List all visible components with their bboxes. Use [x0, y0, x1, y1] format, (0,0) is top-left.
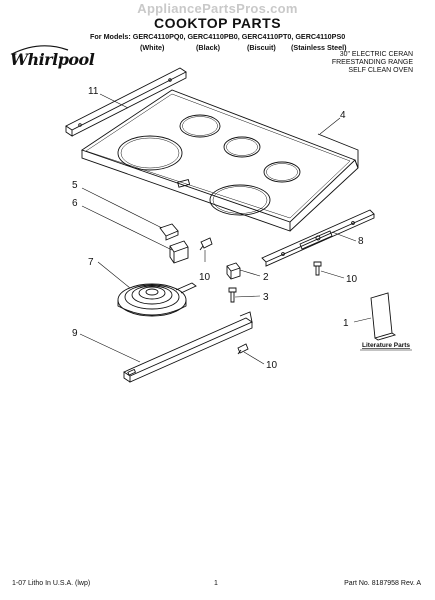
- literature-part: [370, 292, 397, 341]
- burner-left-front: [117, 135, 183, 171]
- description-line: FREESTANDING RANGE: [331, 59, 413, 66]
- callout-8: 8: [358, 236, 364, 247]
- color-stainless: (Stainless Steel): [291, 43, 347, 52]
- screw-part: [313, 261, 322, 276]
- callout-5: 5: [72, 180, 78, 191]
- screw-part: [199, 237, 213, 251]
- burner-center: [223, 136, 261, 158]
- rear-bracket-part: [123, 311, 253, 383]
- side-bracket-part: [261, 209, 375, 267]
- callout-leaders: [79, 93, 372, 365]
- callout-10: 10: [199, 272, 211, 283]
- callout-1: 1: [343, 318, 349, 329]
- color-black: (Black): [196, 43, 220, 52]
- footer-litho: 1-07 Litho In U.S.A. (lwp): [12, 580, 91, 587]
- description-line: SELF CLEAN OVEN: [348, 67, 413, 74]
- hot-surface-indicator: [177, 178, 191, 188]
- screw-part: [228, 287, 237, 303]
- cooktop-glass-part: [80, 89, 359, 232]
- footer-page-number: 1: [214, 580, 218, 587]
- color-biscuit: (Biscuit): [247, 43, 276, 52]
- logo-swoosh: [11, 45, 69, 55]
- screw-part: [237, 343, 249, 355]
- description-line: 30" ELECTRIC CERAN: [339, 51, 413, 58]
- terminal-clip-part: [169, 240, 189, 264]
- burner-right-rear: [263, 161, 301, 183]
- models-line: For Models: GERC4110PQ0, GERC4110PB0, GE…: [90, 32, 346, 41]
- callout-10: 10: [266, 360, 278, 371]
- burner-right-front: [209, 184, 271, 216]
- terminal-block-part: [159, 223, 179, 241]
- watermark: AppliancePartsPros.com: [137, 1, 298, 16]
- brand-logo: Whirlpool: [10, 50, 95, 69]
- callout-7: 7: [88, 257, 94, 268]
- callout-9: 9: [72, 328, 78, 339]
- callout-2: 2: [263, 272, 269, 283]
- burner-left-rear: [179, 114, 221, 138]
- product-description: 30" ELECTRIC CERAN FREESTANDING RANGE SE…: [332, 51, 413, 75]
- callout-6: 6: [72, 198, 78, 209]
- trim-strip-part: [65, 67, 187, 137]
- color-white: (White): [140, 43, 165, 52]
- callout-11: 11: [88, 86, 99, 97]
- surface-element-part: [117, 282, 197, 317]
- page-title: COOKTOP PARTS: [153, 15, 282, 31]
- callout-numbers: 11 4 5 6 7 10 2 3 8 10 1 9 10: [72, 86, 364, 371]
- callout-3: 3: [263, 292, 269, 303]
- callout-4: 4: [340, 110, 346, 121]
- footer-part-number: Part No. 8187958 Rev. A: [344, 580, 421, 587]
- switch-block-part: [226, 262, 241, 280]
- literature-label: Literature Parts: [362, 342, 410, 349]
- callout-10: 10: [346, 274, 358, 285]
